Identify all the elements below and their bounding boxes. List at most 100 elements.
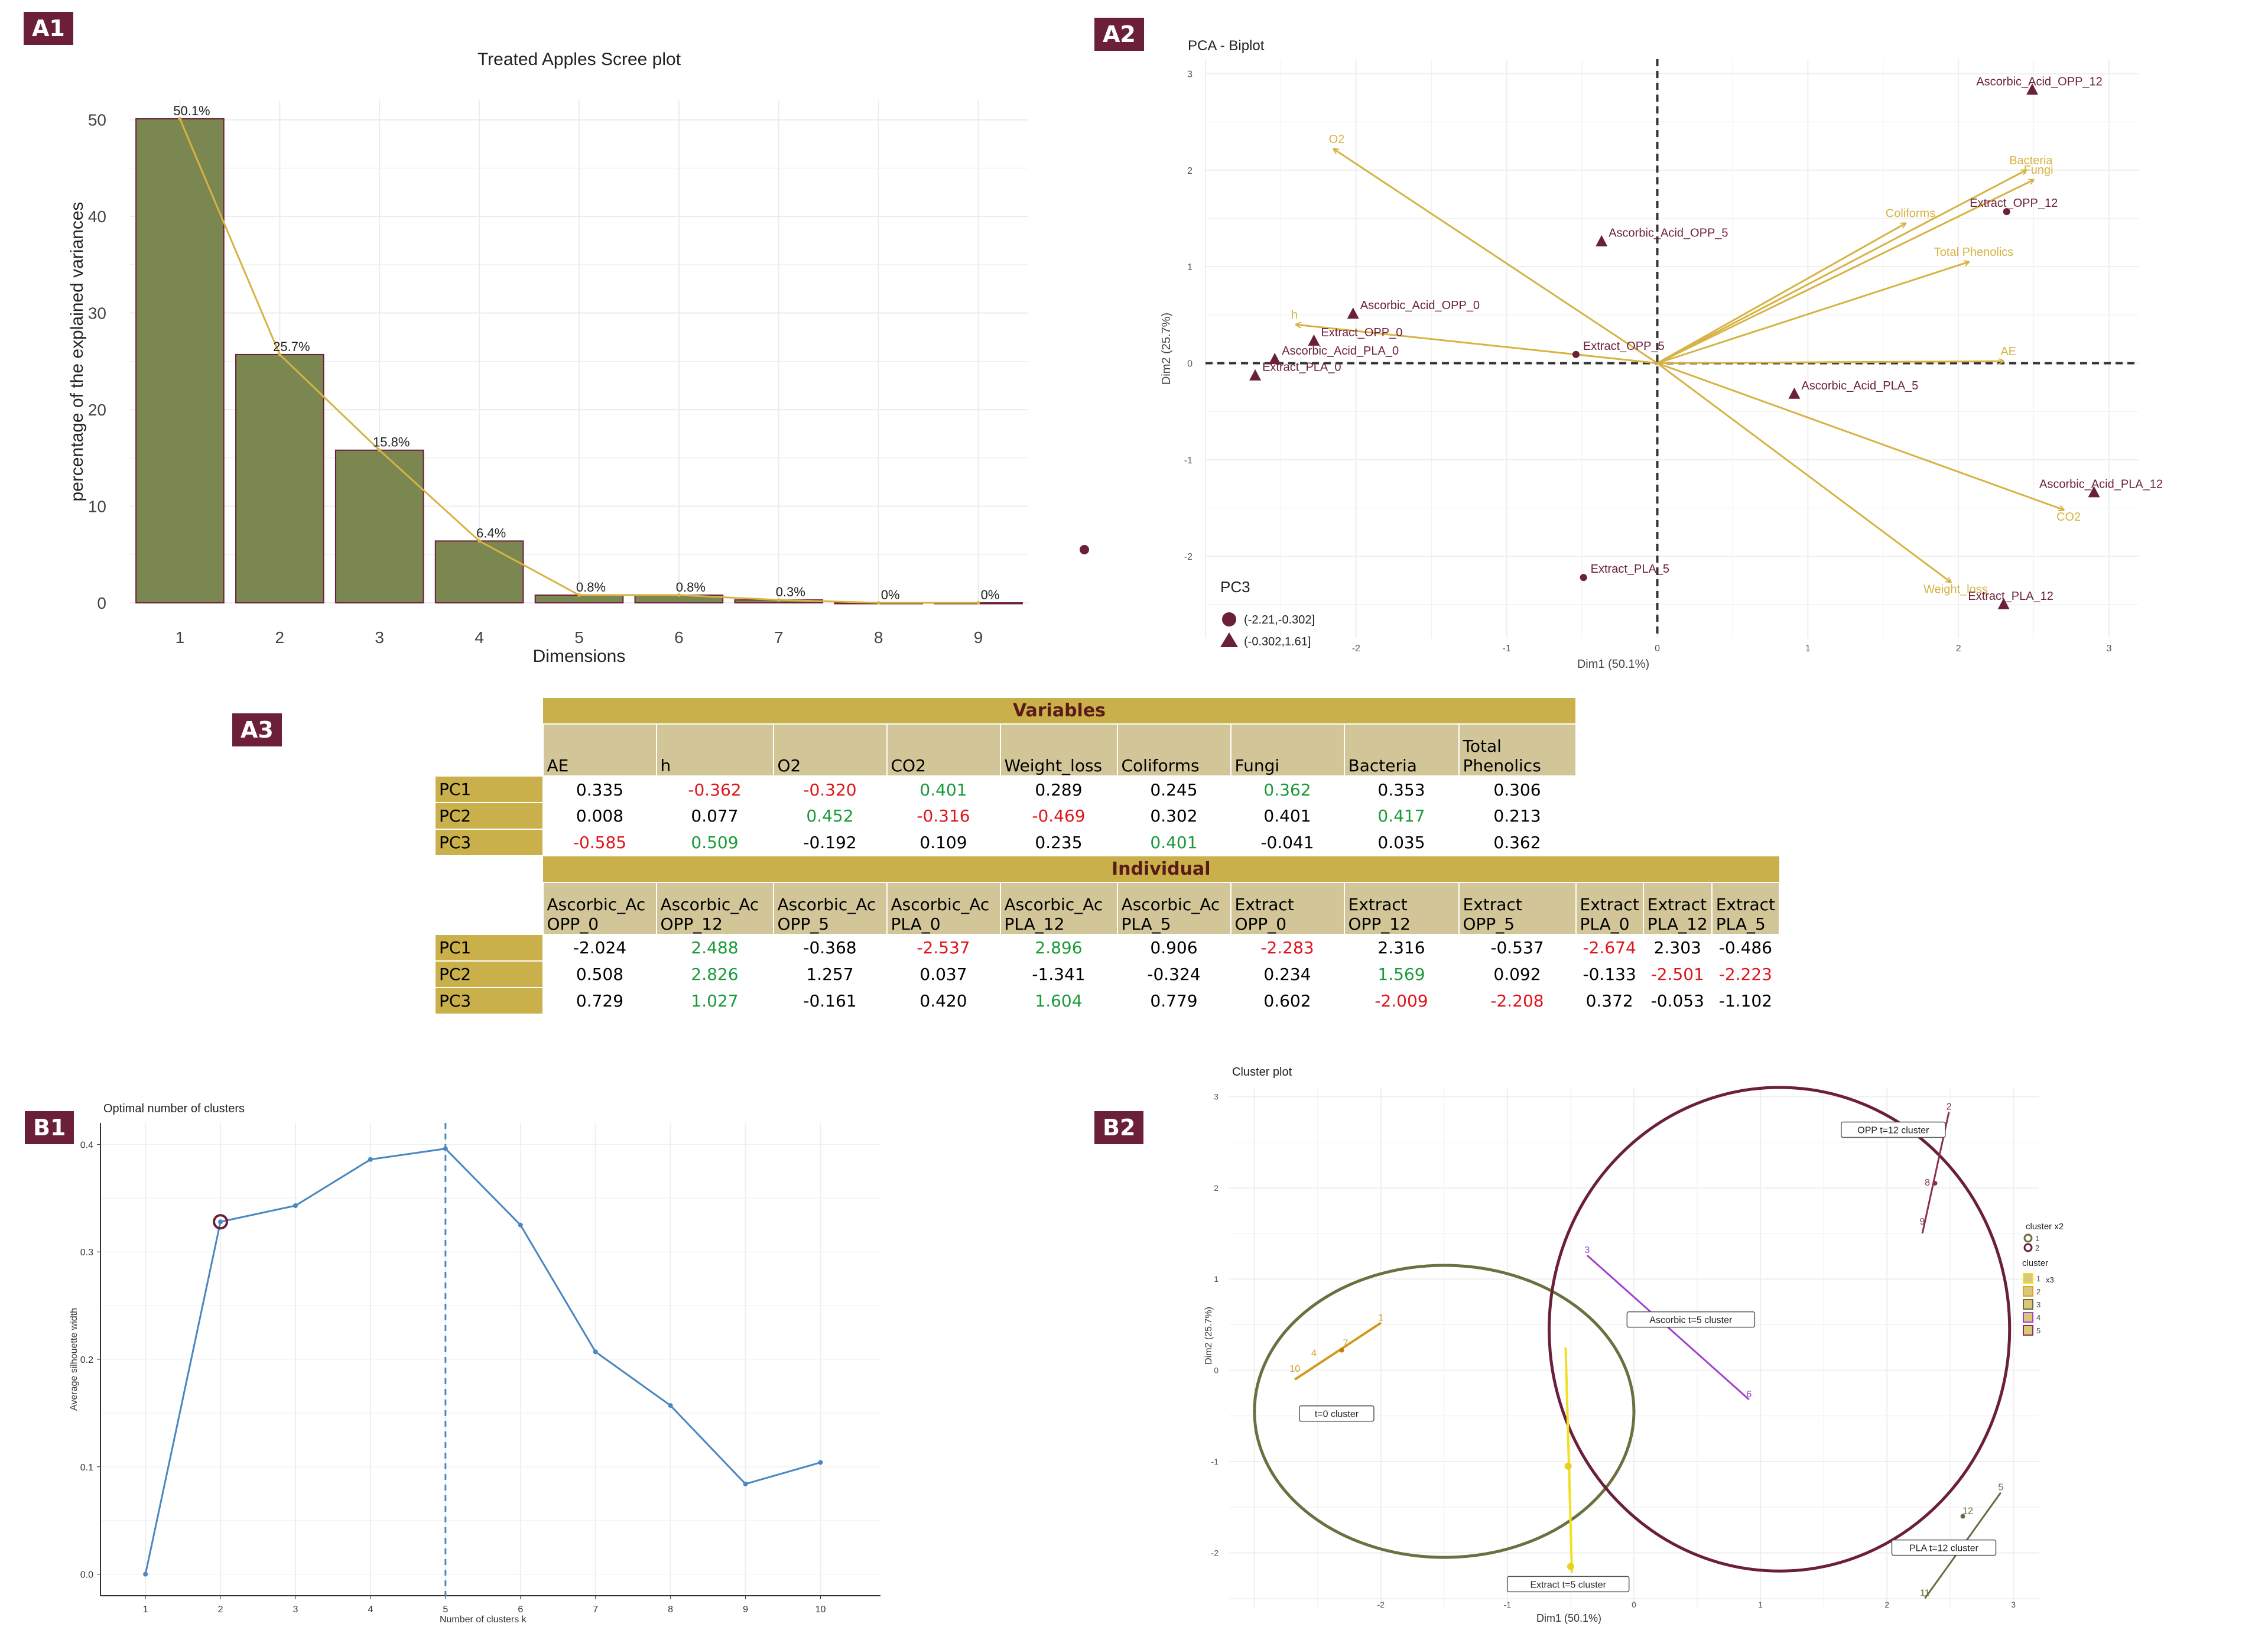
column-header: CO2 [886, 723, 1001, 777]
row-label: PC3 [434, 829, 544, 856]
x-tick-label: 3 [2011, 1600, 2016, 1609]
x-tick-label: 5 [443, 1605, 448, 1615]
x-axis-label: Dimensions [533, 647, 626, 666]
data-label: 15.8% [373, 435, 410, 450]
value-cell: 0.452 [806, 806, 854, 826]
individual-point [1580, 574, 1587, 582]
individual-point [1997, 598, 2010, 609]
point-label: Ascorbic_Acid_OPP_5 [1609, 227, 1728, 240]
y-tick-label: 3 [1214, 1092, 1219, 1101]
header-line: Extract [1348, 894, 1408, 914]
value-cell: 0.401 [1150, 832, 1198, 852]
value-cell: 0.235 [1035, 832, 1083, 852]
data-label: 0.8% [576, 580, 606, 595]
point-label: 7 [1343, 1339, 1348, 1349]
header-line: OPP_5 [1463, 914, 1515, 934]
value-cell: 0.372 [1585, 991, 1633, 1011]
loading-vector [1656, 170, 2026, 364]
value-cell: 0.362 [1263, 780, 1311, 800]
vector-label: h [1291, 309, 1298, 322]
header-line: Extract [1715, 894, 1776, 914]
y-tick-label: 0 [97, 594, 106, 612]
x-axis-label: Dim1 (50.1%) [1577, 658, 1649, 671]
cluster-center [1932, 1181, 1938, 1186]
value-cell: 1.569 [1377, 964, 1425, 984]
cluster-center [1339, 1347, 1344, 1353]
point-label: 10 [1289, 1364, 1300, 1374]
variables-band-title: Variables [542, 697, 1576, 725]
trend-point [776, 598, 781, 602]
legend-swatch-icon [2023, 1325, 2033, 1336]
legend-circle-icon [1222, 612, 1236, 626]
value-cell: -0.368 [803, 938, 857, 957]
header-line: OPP_12 [1348, 914, 1411, 934]
column-header: O2 [772, 723, 888, 777]
loading-vector [1657, 362, 2064, 510]
x-tick-label: 4 [368, 1605, 373, 1615]
x-tick-label: 8 [668, 1605, 673, 1615]
panel-tag-b2: B2 [1094, 1111, 1144, 1144]
value-cell: 0.008 [576, 806, 624, 826]
cluster-ellipse [1548, 1086, 2012, 1573]
loading-vector [1656, 180, 2034, 364]
stray-point [1080, 545, 1089, 554]
legend-item: 2 [2035, 1243, 2039, 1252]
loading-vector [1657, 262, 1970, 364]
y-axis-label: Average silhouette width [69, 1308, 79, 1411]
x-tick-label: 7 [774, 628, 784, 647]
value-cell: 0.401 [1263, 806, 1311, 826]
individual-point [1788, 387, 1801, 399]
point-label: Extract_PLA_5 [1591, 563, 1669, 576]
value-cell: -0.324 [1147, 964, 1201, 984]
y-tick-label: -1 [1211, 1457, 1219, 1466]
row-label: PC2 [434, 960, 544, 988]
cluster-label-box [1891, 1539, 1997, 1556]
y-tick-label: -2 [1184, 552, 1193, 562]
row-label: PC1 [434, 775, 544, 803]
point-label: 12 [1962, 1506, 1973, 1517]
value-cell: -0.362 [688, 780, 742, 800]
value-cell: 1.257 [806, 964, 854, 984]
silhouette-point [218, 1219, 223, 1225]
trend-point [577, 593, 581, 597]
point-label: Ascorbic_Acid_PLA_12 [2039, 478, 2163, 491]
value-cell: 1.027 [691, 991, 739, 1011]
individual-point [2088, 486, 2100, 498]
value-cell: 0.602 [1263, 991, 1311, 1011]
cluster-label: t=0 cluster [1315, 1410, 1359, 1420]
value-cell: -0.053 [1650, 991, 1704, 1011]
value-cell: -2.208 [1490, 991, 1544, 1011]
header-line: Extract [1463, 894, 1522, 914]
x-tick-label: 7 [593, 1605, 598, 1615]
silhouette-point [293, 1203, 298, 1208]
x-axis-label: Dim1 (50.1%) [1536, 1612, 1601, 1624]
header-line: OPP_12 [660, 914, 723, 934]
legend-item: 1 [2035, 1234, 2039, 1243]
data-label: 6.4% [476, 525, 506, 540]
header-line: Ascorbic_Ac [660, 894, 759, 914]
value-cell: -2.223 [1718, 964, 1772, 984]
value-cell: 0.906 [1150, 938, 1198, 957]
legend-item: 2 [2036, 1287, 2040, 1296]
point-label: Ascorbic_Acid_OPP_0 [1360, 299, 1480, 312]
panel-tag-a1: A1 [24, 12, 73, 45]
bar [235, 353, 324, 604]
value-cell: 0.109 [919, 832, 967, 852]
value-cell: 0.092 [1493, 964, 1541, 984]
x-tick-label: 9 [743, 1605, 748, 1615]
y-tick-label: 0.1 [80, 1463, 93, 1473]
silhouette-point [743, 1481, 748, 1486]
cluster-label: PLA t=12 cluster [1909, 1544, 1979, 1554]
data-label: 0% [881, 587, 900, 602]
value-cell: -2.024 [573, 938, 627, 957]
individual-point [1596, 235, 1608, 246]
